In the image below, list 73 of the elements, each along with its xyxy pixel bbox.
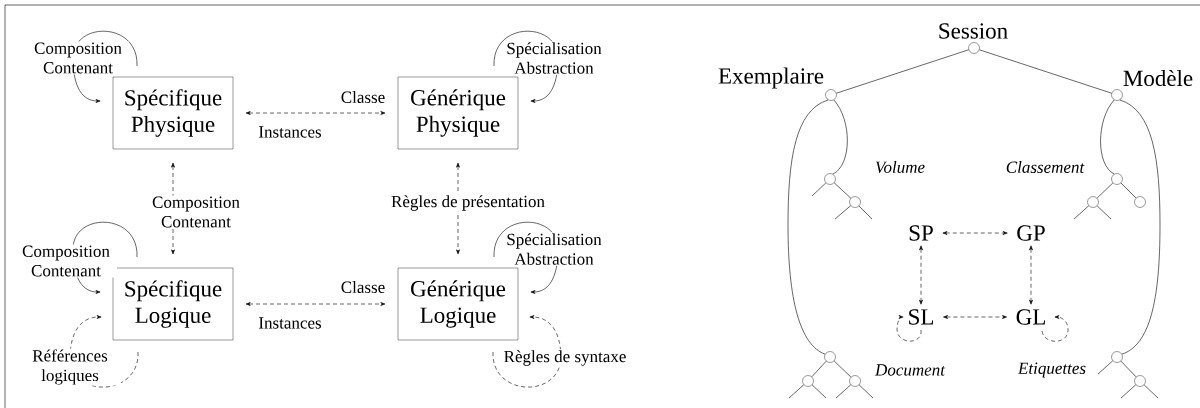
tree-branch <box>1119 99 1161 355</box>
node-label: Exemplaire <box>718 67 824 89</box>
node-text: SL <box>909 309 934 325</box>
tree-branch <box>833 182 852 199</box>
tree-node <box>1111 351 1123 363</box>
arrow <box>492 315 562 388</box>
node-text: SP <box>909 225 933 241</box>
tree-branch <box>811 384 827 399</box>
tree-node <box>802 375 814 387</box>
text-label: Classement <box>1006 161 1085 173</box>
tree-branch <box>858 384 874 399</box>
tree-node <box>824 173 836 185</box>
tree-branch <box>811 182 827 197</box>
tree-branch <box>1120 360 1137 378</box>
arrow <box>919 245 923 305</box>
tree-branch <box>832 99 848 175</box>
arrow <box>245 302 386 306</box>
edge-label: Composition Contenant <box>145 195 247 229</box>
edge-label: Spécialisation Abstraction <box>503 41 605 75</box>
tree-node <box>1134 196 1146 208</box>
node-text: GP <box>1017 225 1045 241</box>
text-label: Document <box>874 364 946 376</box>
edge-label: Spécialisation Abstraction <box>503 232 605 266</box>
tree-branch <box>835 384 852 399</box>
tree-branch <box>788 384 805 399</box>
tree-branch <box>834 205 851 220</box>
text-label: Instances <box>259 126 322 138</box>
tree-branch <box>836 49 969 94</box>
edge-label: Références logiques <box>19 348 121 386</box>
arrow <box>896 315 922 342</box>
tree-node <box>824 351 836 363</box>
process-box: Générique Logique <box>397 267 519 341</box>
text-label: Volume <box>875 161 925 173</box>
text-label: Instances <box>259 317 322 329</box>
process-box: Spécifique Logique <box>112 267 234 341</box>
tree-branch <box>1100 99 1115 175</box>
edge-label: Composition Contenant <box>15 244 117 278</box>
tree-branch <box>811 360 827 378</box>
tree-branch <box>858 205 873 220</box>
arrow <box>943 315 1007 319</box>
tree-branch <box>787 99 829 355</box>
edge-label: Règles de syntaxe <box>502 349 628 367</box>
node-label: Session <box>939 23 1008 39</box>
arrow <box>171 162 175 255</box>
process-box: Générique Physique <box>397 76 519 150</box>
tree-node <box>1111 173 1123 185</box>
text-label: Etiquettes <box>1017 362 1086 378</box>
arrow <box>456 162 460 255</box>
arrow <box>1041 315 1069 342</box>
tree-node <box>1087 196 1099 208</box>
tree-branch <box>1120 182 1137 199</box>
arrow <box>69 315 139 388</box>
tree-branch <box>833 360 852 378</box>
arrow <box>1029 245 1033 305</box>
tree-node <box>849 375 861 387</box>
arrow <box>942 231 1008 235</box>
arrow <box>245 111 386 115</box>
tree-node <box>1134 375 1146 387</box>
tree-branch <box>979 49 1112 94</box>
node-label: Modèle <box>1123 69 1193 87</box>
tree-branch <box>1097 360 1114 375</box>
edge-label: Classe <box>339 280 387 294</box>
process-box: Spécifique Physique <box>112 76 234 150</box>
tree-node <box>849 196 861 208</box>
node-text: GL <box>1016 309 1045 325</box>
tree-branch <box>1143 384 1159 399</box>
edge-label: Classe <box>339 90 387 104</box>
tree-branch <box>1096 205 1112 220</box>
edge-label: Règles de présentation <box>390 194 546 212</box>
tree-branch <box>1073 205 1090 220</box>
tree-branch <box>1096 182 1114 199</box>
tree-branch <box>1120 384 1137 399</box>
edge-label: Composition Contenant <box>27 41 129 75</box>
